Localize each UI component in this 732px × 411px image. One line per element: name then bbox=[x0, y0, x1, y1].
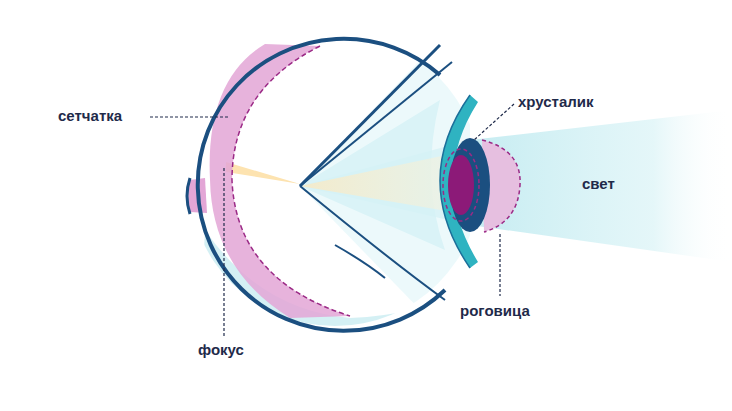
leader-line bbox=[499, 234, 500, 296]
part-label: хрусталик bbox=[518, 93, 594, 111]
focus-beam bbox=[228, 150, 470, 215]
focus-beam bbox=[226, 162, 300, 184]
leader-line bbox=[474, 104, 514, 140]
iris bbox=[440, 95, 478, 268]
part-label: роговица bbox=[460, 302, 530, 320]
light-beam bbox=[470, 110, 732, 262]
eyeball-outline bbox=[198, 39, 445, 331]
optic-nerve-edge bbox=[187, 178, 190, 214]
part-label: сетчатка bbox=[58, 107, 122, 125]
leader-line bbox=[223, 168, 224, 336]
lens-outline bbox=[443, 149, 479, 221]
lens-core bbox=[448, 155, 474, 215]
ciliary-line bbox=[300, 186, 445, 300]
ciliary-line bbox=[300, 62, 452, 186]
ciliary-line bbox=[335, 245, 385, 278]
part-label: фокус bbox=[198, 341, 244, 359]
retina-outline bbox=[232, 46, 350, 316]
ciliary-line bbox=[300, 45, 440, 186]
part-label: свет bbox=[582, 175, 615, 193]
leader-line bbox=[150, 116, 230, 117]
